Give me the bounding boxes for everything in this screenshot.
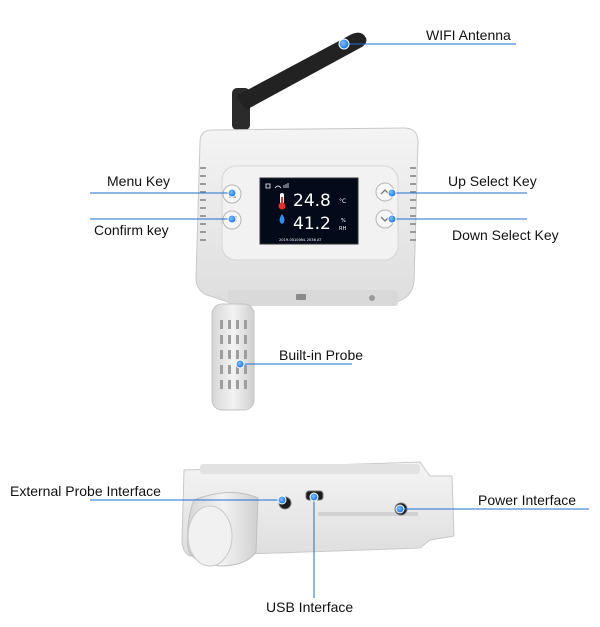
temperature-value: 24.8 [293, 191, 331, 211]
label-builtin-probe: Built-in Probe [279, 347, 364, 363]
builtin-probe-dot [235, 359, 245, 369]
humidity-unit-percent: % [341, 218, 346, 224]
humidity-unit-rh: RH [339, 226, 346, 232]
left-vents [200, 167, 206, 241]
confirm-key-dot [227, 214, 237, 224]
humidity-value: 41.2 [293, 214, 331, 234]
wifi-antenna [232, 32, 367, 130]
builtin-probe [211, 303, 255, 411]
usb-interface-dot [309, 492, 319, 502]
up-select-key-dot [387, 188, 397, 198]
label-up-select-key: Up Select Key [448, 173, 537, 189]
menu-key-dot [227, 188, 237, 198]
down-select-key-dot [387, 214, 397, 224]
label-wifi-antenna: WIFI Antenna [426, 27, 511, 43]
thermometer-icon [278, 193, 286, 210]
wifi-antenna-dot [338, 38, 350, 50]
lcd-screen: 24.8 °C 41.2 % RH 2019-00100NL 2036 AT [259, 177, 359, 245]
external-probe-cap [187, 491, 259, 567]
lock-icon [265, 183, 271, 189]
label-external-probe-interface: External Probe Interface [10, 483, 161, 499]
droplet-icon [279, 214, 285, 224]
power-interface-dot [395, 504, 405, 514]
label-power-interface: Power Interface [478, 492, 577, 508]
label-menu-key: Menu Key [107, 173, 171, 189]
callout-lines [90, 43, 589, 598]
callout-dots [227, 38, 405, 514]
label-usb-interface: USB Interface [266, 599, 354, 615]
lcd-footer-text: 2019-00100NL 2036 AT [279, 238, 322, 242]
temperature-unit: °C [339, 198, 346, 205]
probe-vent-slots [220, 320, 247, 389]
wifi-signal-icon [274, 185, 282, 189]
signal-bars-icon [283, 183, 289, 188]
label-confirm-key: Confirm key [94, 222, 169, 238]
external-probe-dot [277, 495, 287, 505]
label-down-select-key: Down Select Key [452, 227, 559, 243]
right-vents [410, 167, 416, 241]
